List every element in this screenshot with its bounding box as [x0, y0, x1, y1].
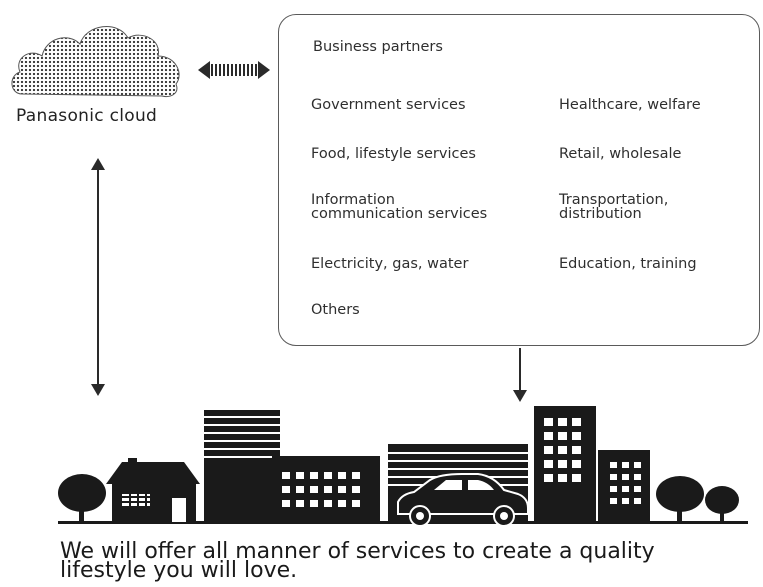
partner-others: Others: [311, 302, 360, 318]
tree-left-icon: [58, 474, 106, 521]
partner-education: Education, training: [559, 256, 697, 272]
partner-government: Government services: [311, 97, 466, 113]
tagline: We will offer all manner of services to …: [60, 539, 655, 583]
tower-icon: [534, 406, 596, 522]
tree-right-large-icon: [656, 476, 704, 522]
partner-retail: Retail, wholesale: [559, 146, 682, 162]
down-arrow-icon: [513, 348, 527, 402]
partner-transportation: Transportation, distribution: [559, 192, 669, 222]
narrow-building-icon: [598, 450, 650, 522]
car-icon: [397, 473, 529, 527]
city-illustration: [58, 406, 748, 527]
cloud-icon: [11, 26, 180, 97]
partner-food: Food, lifestyle services: [311, 146, 476, 162]
business-partners-box: Business partners Government services Fo…: [278, 14, 760, 346]
tree-right-small-icon: [705, 486, 739, 522]
partners-title: Business partners: [313, 39, 443, 55]
cloud-label: Panasonic cloud: [16, 106, 158, 126]
bidirectional-arrow-icon: [198, 61, 270, 79]
partner-information: Information communication services: [311, 192, 488, 222]
house-icon: [106, 458, 200, 522]
striped-building-icon: [204, 410, 280, 522]
vertical-arrow-icon: [91, 158, 105, 396]
office-building-icon: [272, 456, 380, 522]
partner-electricity: Electricity, gas, water: [311, 256, 469, 272]
partner-healthcare: Healthcare, welfare: [559, 97, 701, 113]
